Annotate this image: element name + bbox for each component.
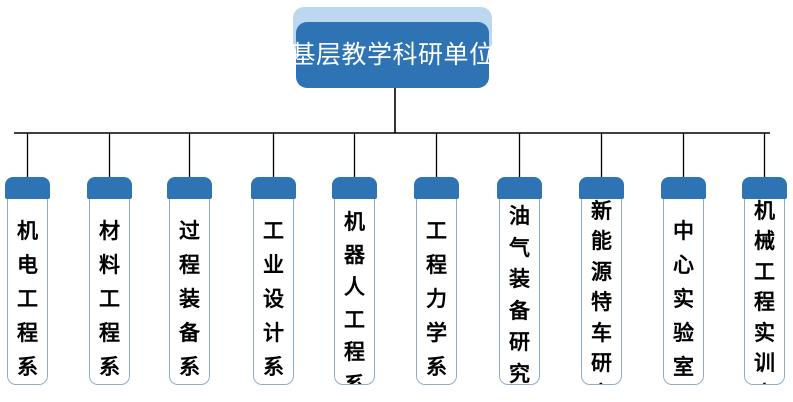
label-char: 中 bbox=[673, 220, 694, 243]
child-node-cap bbox=[579, 177, 624, 199]
child-node-label: 工业设计系 bbox=[254, 215, 293, 384]
label-char: 机 bbox=[17, 220, 38, 243]
label-char: 心 bbox=[673, 254, 694, 278]
label-char: 料 bbox=[99, 254, 120, 278]
label-char: 程 bbox=[426, 254, 447, 278]
label-char: 学 bbox=[426, 322, 447, 346]
child-node-box[interactable]: 过程装备系 bbox=[169, 186, 210, 385]
child-node[interactable]: 机器人工程系 bbox=[332, 177, 377, 386]
label-char: 研 bbox=[591, 352, 612, 376]
label-char: 实 bbox=[673, 288, 694, 312]
label-char: 能 bbox=[591, 230, 612, 254]
child-node-box[interactable]: 机电工程系 bbox=[7, 186, 48, 385]
child-node-box[interactable]: 工程力学系 bbox=[416, 186, 457, 385]
label-char: 装 bbox=[179, 288, 200, 312]
label-char: 中 bbox=[745, 380, 784, 384]
label-char: 程 bbox=[179, 254, 200, 278]
label-char: 工 bbox=[426, 220, 447, 243]
child-node-cap bbox=[167, 177, 212, 199]
label-char: 程 bbox=[344, 341, 365, 365]
label-char: 材 bbox=[99, 220, 120, 243]
child-node-box[interactable]: 机器人工程系 bbox=[334, 186, 375, 385]
child-node-cap bbox=[414, 177, 459, 199]
child-node[interactable]: 机械工程实训中心 bbox=[742, 177, 787, 386]
label-char: 车 bbox=[591, 321, 612, 345]
child-node-box[interactable]: 中心实验室 bbox=[663, 186, 704, 385]
label-char: 系 bbox=[263, 356, 284, 380]
label-char: 究 bbox=[509, 362, 530, 385]
label-char: 计 bbox=[263, 322, 284, 346]
root-node[interactable]: 基层教学科研单位 bbox=[291, 7, 494, 89]
label-char: 研 bbox=[509, 331, 530, 354]
label-char: 工 bbox=[99, 288, 120, 312]
label-char: 实 bbox=[754, 321, 775, 345]
label-char: 油 bbox=[509, 205, 530, 228]
root-node-box[interactable]: 基层教学科研单位 bbox=[291, 22, 494, 88]
label-char: 程 bbox=[17, 322, 38, 346]
label-char: 程 bbox=[99, 322, 120, 346]
label-char: 训 bbox=[754, 352, 775, 376]
child-node-label: 机电工程系 bbox=[8, 215, 47, 384]
child-node[interactable]: 新能源特车研究所 bbox=[579, 177, 624, 386]
child-node-box[interactable]: 机械工程实训中心 bbox=[744, 186, 785, 385]
label-char: 工 bbox=[17, 288, 38, 312]
child-node-label: 机械工程实训中心 bbox=[745, 197, 784, 384]
child-node-label: 工程力学系 bbox=[417, 215, 456, 384]
label-char: 系 bbox=[426, 356, 447, 380]
label-char: 备 bbox=[179, 322, 200, 346]
child-node-label: 中心实验室 bbox=[664, 215, 703, 384]
child-node-cap bbox=[87, 177, 132, 199]
label-char: 室 bbox=[673, 356, 694, 380]
label-char: 过 bbox=[179, 220, 200, 243]
child-node-label: 材料工程系 bbox=[90, 215, 129, 384]
child-node-box[interactable]: 新能源特车研究所 bbox=[581, 186, 622, 385]
child-node[interactable]: 机电工程系 bbox=[5, 177, 50, 386]
label-char: 工 bbox=[754, 260, 775, 284]
label-char: 器 bbox=[344, 243, 365, 267]
label-char: 系 bbox=[335, 370, 374, 384]
label-char: 验 bbox=[673, 322, 694, 346]
child-node-cap bbox=[742, 177, 787, 199]
label-char: 机 bbox=[344, 211, 365, 234]
label-char: 装 bbox=[509, 268, 530, 291]
child-node-cap bbox=[251, 177, 296, 199]
label-char: 气 bbox=[509, 236, 530, 260]
child-node-box[interactable]: 油气装备研究所 bbox=[499, 186, 540, 385]
child-node[interactable]: 工业设计系 bbox=[251, 177, 296, 386]
label-char: 系 bbox=[179, 356, 200, 380]
label-char: 设 bbox=[263, 288, 284, 312]
child-node[interactable]: 中心实验室 bbox=[661, 177, 706, 386]
label-char: 备 bbox=[509, 299, 530, 323]
label-char: 究 bbox=[582, 380, 621, 384]
label-char: 工 bbox=[344, 308, 365, 332]
label-char: 力 bbox=[426, 288, 447, 312]
child-node[interactable]: 材料工程系 bbox=[87, 177, 132, 386]
label-char: 工 bbox=[263, 220, 284, 243]
label-char: 新 bbox=[591, 200, 612, 223]
child-node-cap bbox=[5, 177, 50, 199]
root-node-label: 基层教学科研单位 bbox=[290, 40, 495, 69]
child-node-cap bbox=[332, 177, 377, 199]
label-char: 程 bbox=[754, 291, 775, 315]
child-node-label: 过程装备系 bbox=[170, 215, 209, 384]
child-node-box[interactable]: 工业设计系 bbox=[253, 186, 294, 385]
label-char: 电 bbox=[17, 254, 38, 278]
child-node[interactable]: 油气装备研究所 bbox=[497, 177, 542, 386]
label-char: 机 bbox=[754, 200, 775, 223]
child-node[interactable]: 过程装备系 bbox=[167, 177, 212, 386]
child-node-box[interactable]: 材料工程系 bbox=[89, 186, 130, 385]
label-char: 械 bbox=[754, 230, 775, 254]
label-char: 源 bbox=[591, 260, 612, 284]
child-node-label: 新能源特车研究所 bbox=[582, 197, 621, 384]
label-char: 业 bbox=[263, 254, 284, 278]
child-node-label: 机器人工程系 bbox=[335, 207, 374, 384]
child-node[interactable]: 工程力学系 bbox=[414, 177, 459, 386]
child-node-label: 油气装备研究所 bbox=[500, 201, 539, 385]
child-node-cap bbox=[497, 177, 542, 199]
label-char: 人 bbox=[344, 276, 365, 300]
label-char: 系 bbox=[17, 356, 38, 380]
label-char: 特 bbox=[591, 291, 612, 315]
label-char: 系 bbox=[99, 356, 120, 380]
child-node-cap bbox=[661, 177, 706, 199]
